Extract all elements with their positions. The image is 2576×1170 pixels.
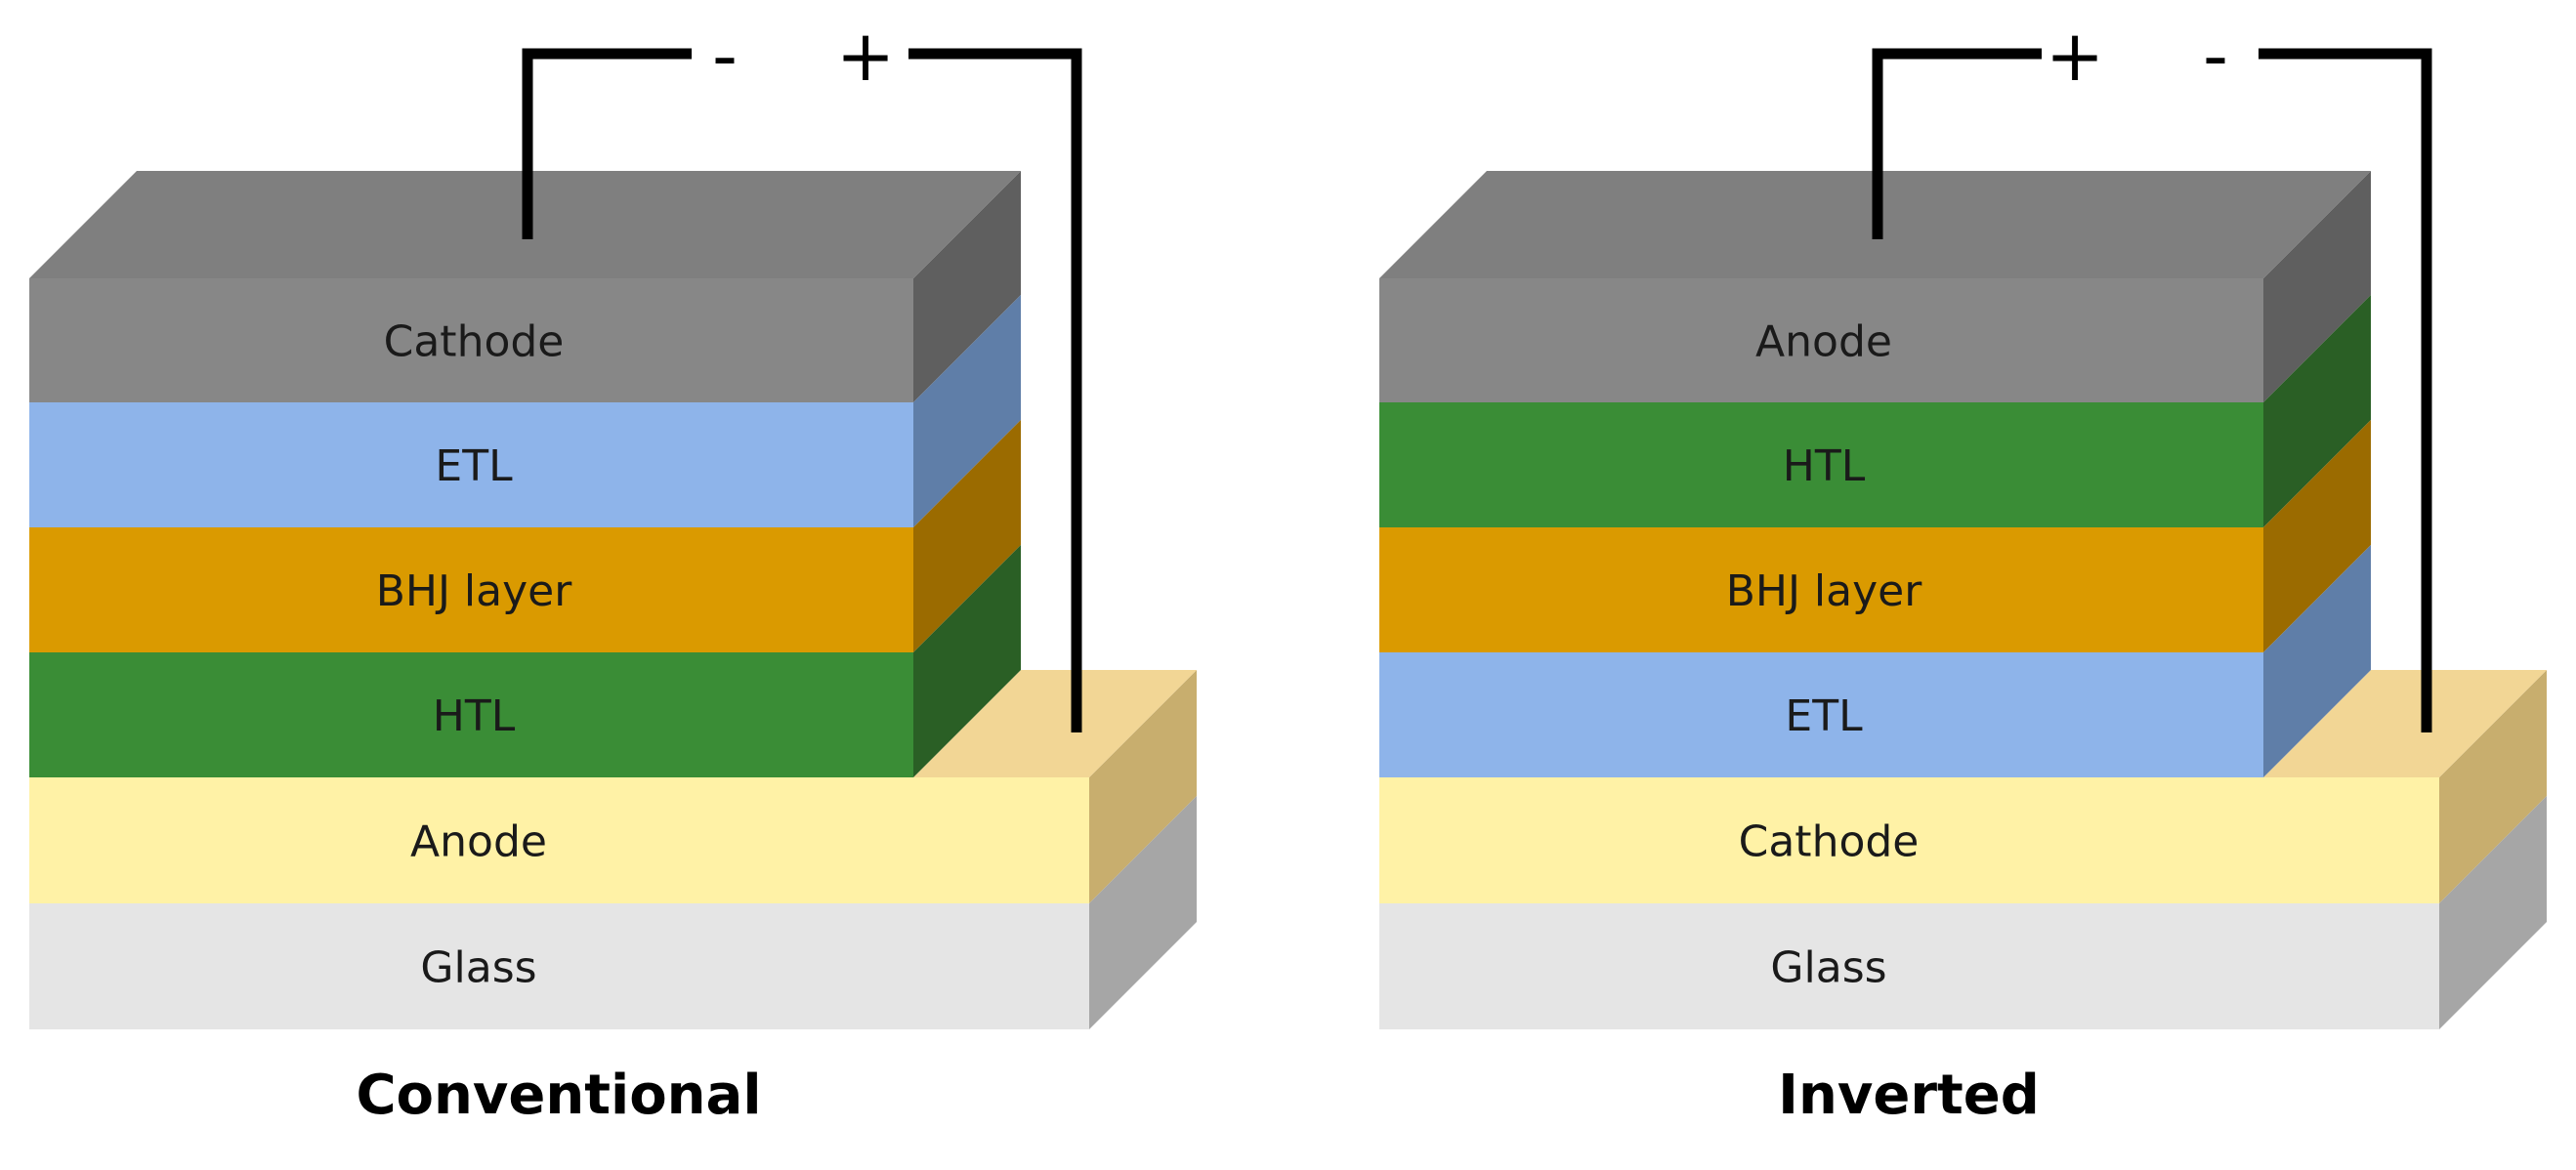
stack-layer-bhj-layer: BHJ layer — [29, 420, 1021, 652]
layer-label: BHJ layer — [376, 566, 573, 616]
layer-label: Glass — [1770, 943, 1886, 993]
layer-label: ETL — [1785, 691, 1863, 741]
layer-front-face — [29, 527, 913, 652]
layer-side-face — [1089, 796, 1197, 1029]
substrate-layer-cathode: Cathode — [1379, 670, 2547, 903]
top-electrode-wire — [522, 48, 692, 239]
layer-label: Anode — [410, 817, 547, 867]
layer-front-face — [29, 777, 1089, 903]
stack-layer-etl: ETL — [1379, 545, 2371, 777]
layer-label: HTL — [433, 691, 516, 741]
layer-side-face — [2439, 796, 2547, 1029]
stack-layer-bhj-layer: BHJ layer — [1379, 420, 2371, 652]
layer-side-face — [913, 171, 1021, 402]
layer-side-face — [913, 420, 1021, 652]
layer-side-face — [2263, 171, 2371, 402]
layer-label: Glass — [420, 943, 536, 993]
stack-layer-cathode: Cathode — [29, 171, 1021, 402]
diagram-title: Inverted — [1778, 1064, 2040, 1127]
layer-top-face — [2263, 670, 2547, 777]
layer-side-face — [2263, 545, 2371, 777]
layer-label: ETL — [435, 441, 513, 491]
layer-side-face — [2263, 420, 2371, 652]
top-electrode-wire — [1872, 48, 2042, 239]
layer-front-face — [1379, 903, 2439, 1029]
layer-front-face — [1379, 652, 2263, 777]
layer-label: Cathode — [384, 317, 565, 367]
diagram-title: Conventional — [356, 1064, 761, 1127]
layer-label: BHJ layer — [1726, 566, 1923, 616]
stack-layer-anode: Anode — [1379, 171, 2371, 402]
stack-layer-htl: HTL — [1379, 295, 2371, 527]
bottom-electrode-wire — [2259, 48, 2432, 732]
stack-layer-htl: HTL — [29, 545, 1021, 777]
layer-top-face — [913, 670, 1197, 777]
bottom-terminal-sign: - — [2203, 15, 2228, 97]
layer-side-face — [913, 295, 1021, 527]
top-terminal-sign: + — [2046, 15, 2104, 97]
substrate-layer-anode: Anode — [29, 670, 1197, 903]
substrate-layer-glass: Glass — [1379, 796, 2547, 1029]
layer-side-face — [913, 545, 1021, 777]
layer-side-face — [2263, 295, 2371, 527]
stack-layer-etl: ETL — [29, 295, 1021, 527]
layer-front-face — [29, 278, 913, 402]
substrate-layer-glass: Glass — [29, 796, 1197, 1029]
layer-front-face — [29, 903, 1089, 1029]
layer-front-face — [29, 402, 913, 527]
layer-front-face — [1379, 527, 2263, 652]
layer-front-face — [1379, 402, 2263, 527]
layer-front-face — [1379, 278, 2263, 402]
bottom-electrode-wire — [908, 48, 1082, 732]
layer-label: Cathode — [1739, 817, 1920, 867]
layer-label: Anode — [1755, 317, 1892, 367]
layer-front-face — [1379, 777, 2439, 903]
layer-side-face — [1089, 670, 1197, 903]
layer-front-face — [29, 652, 913, 777]
top-terminal-sign: - — [712, 15, 738, 97]
layer-label: HTL — [1783, 441, 1866, 491]
bottom-terminal-sign: + — [836, 15, 895, 97]
layer-side-face — [2439, 670, 2547, 903]
